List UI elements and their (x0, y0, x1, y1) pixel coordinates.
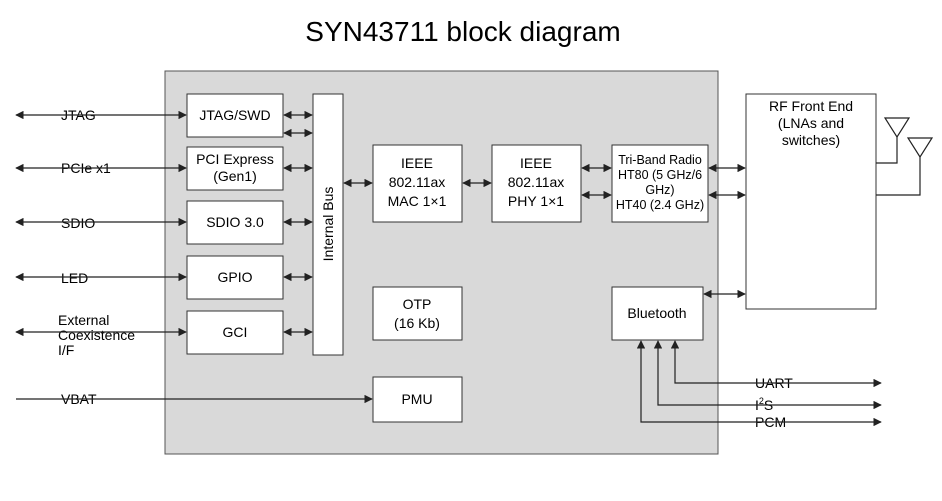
pci-express-label-1: PCI Express (196, 151, 274, 167)
gci-label: GCI (223, 324, 248, 340)
rf-label-1: RF Front End (769, 98, 853, 114)
radio-label-2: HT80 (5 GHz/6 (618, 168, 702, 182)
radio-label-4: HT40 (2.4 GHz) (616, 198, 704, 212)
radio-label-3: GHz) (645, 183, 674, 197)
radio-label-1: Tri-Band Radio (618, 153, 702, 167)
rf-label-3: switches) (782, 132, 840, 148)
gpio-label: GPIO (217, 269, 252, 285)
coex-signal-label-1: External (58, 312, 109, 328)
sdio-signal-label: SDIO (61, 215, 95, 231)
page-title: SYN43711 block diagram (305, 16, 620, 47)
phy-label-1: IEEE (520, 155, 552, 171)
antenna-icon (876, 117, 911, 164)
led-signal-label: LED (61, 270, 88, 286)
sdio3-block: SDIO 3.0 (186, 200, 284, 245)
mac-label-2: 802.11ax (389, 174, 446, 190)
antenna-icon (876, 137, 934, 196)
rf-front-end-block: RF Front End (LNAs and switches) (745, 93, 877, 310)
pmu-block: PMU (372, 376, 463, 423)
pmu-label: PMU (401, 391, 432, 407)
rf-label-2: (LNAs and (778, 115, 844, 131)
otp-label-1: OTP (403, 296, 432, 312)
jtag-swd-label: JTAG/SWD (199, 107, 270, 123)
otp-block: OTP (16 Kb) (372, 286, 463, 341)
connection-lines (15, 110, 882, 427)
mac-label-1: IEEE (401, 155, 433, 171)
bluetooth-label: Bluetooth (627, 305, 686, 321)
coex-signal-label-3: I/F (58, 342, 74, 358)
pci-express-block: PCI Express (Gen1) (186, 146, 284, 191)
jtag-swd-block: JTAG/SWD (186, 93, 284, 138)
mac-label-3: MAC 1×1 (388, 193, 447, 209)
pci-express-label-2: (Gen1) (213, 168, 257, 184)
coex-signal-label-2: Coexistence (58, 327, 135, 343)
gci-block: GCI (186, 310, 284, 355)
sdio3-label: SDIO 3.0 (206, 214, 264, 230)
phy-label-3: PHY 1×1 (508, 193, 564, 209)
phy-block: IEEE 802.11ax PHY 1×1 (491, 144, 582, 223)
otp-label-2: (16 Kb) (394, 315, 440, 331)
gpio-block: GPIO (186, 255, 284, 300)
internal-bus-block: Internal Bus (312, 93, 344, 356)
radio-block: Tri-Band Radio HT80 (5 GHz/6 GHz) HT40 (… (611, 144, 709, 223)
phy-label-2: 802.11ax (508, 174, 565, 190)
bluetooth-block: Bluetooth (611, 286, 704, 341)
internal-bus-label: Internal Bus (320, 187, 336, 262)
mac-block: IEEE 802.11ax MAC 1×1 (372, 144, 463, 223)
